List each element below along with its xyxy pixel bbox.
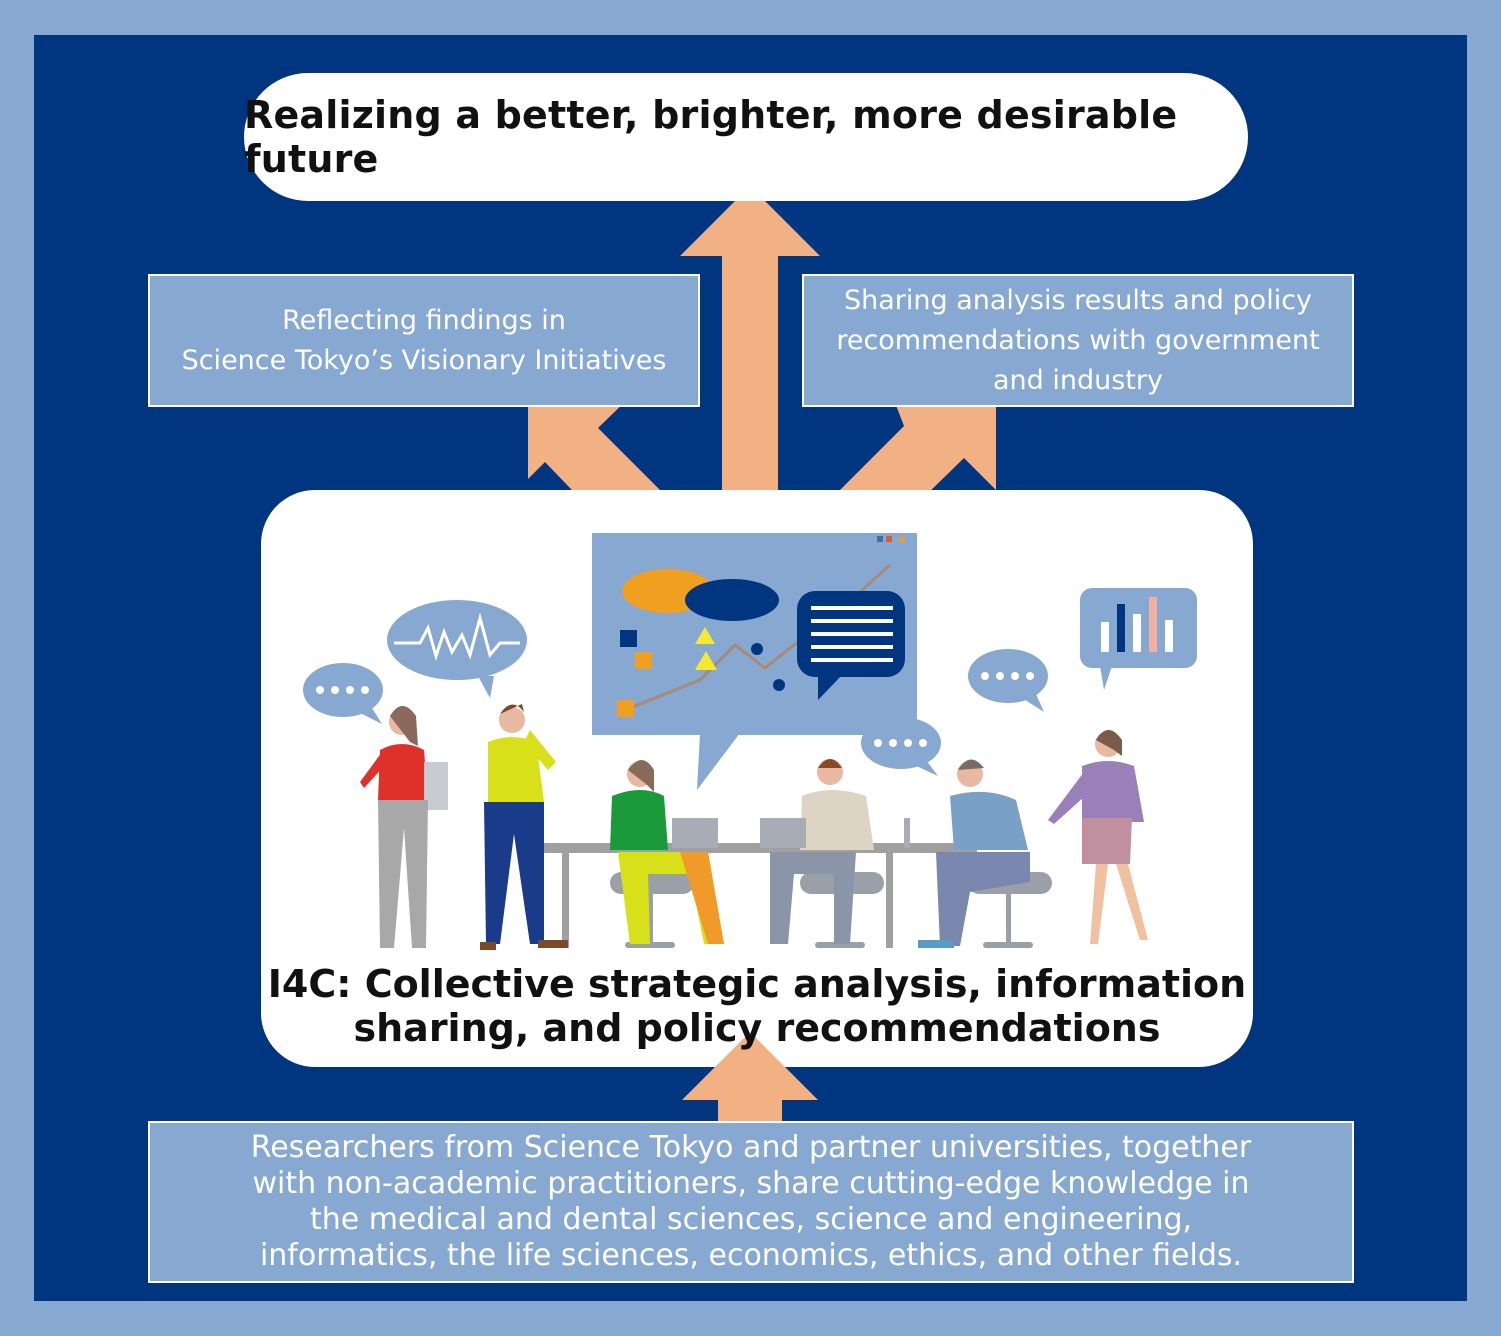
person-yellow-sweater [480,704,568,950]
person-beige-sweater [760,759,874,944]
person-purple-top [1048,730,1148,944]
up-arrow-bottom [682,1032,818,1124]
meeting-table [542,843,977,948]
bottom-box-line-1: Researchers from Science Tokyo and partn… [250,1130,1252,1165]
hub-title-line-2: sharing, and policy recommendations [353,1006,1161,1050]
hub-title: I4C: Collective strategic analysis, info… [261,962,1253,1050]
right-box-line-3: and industry [993,364,1163,396]
text-lines-speech-bubble-icon [797,591,905,700]
ellipsis-speech-bubble-icon [303,663,383,724]
person-green-sweater [610,760,724,944]
right-box-line-1: Sharing analysis results and policy [843,284,1313,316]
left-box-line-1: Reflecting findings in [282,304,566,336]
ellipsis-speech-bubble-icon [968,649,1048,712]
goal-text: Realizing a better, brighter, more desir… [244,93,1178,181]
person-red-sweater [360,706,448,948]
goal-banner: Realizing a better, brighter, more desir… [244,73,1248,201]
left-outcome-box: Reflecting findings in Science Tokyo’s V… [148,274,700,407]
bar-chart-speech-bubble-icon [1080,588,1197,690]
waveform-speech-bubble-icon [387,600,527,698]
bottom-box-line-3: the medical and dental sciences, science… [309,1202,1193,1237]
up-arrow-center [680,186,820,520]
right-outcome-box: Sharing analysis results and policy reco… [802,274,1354,407]
bottom-box-line-4: informatics, the life sciences, economic… [259,1238,1243,1273]
bottom-box-line-2: with non-academic practitioners, share c… [252,1166,1250,1201]
person-blue-shirt [904,759,1030,948]
ellipsis-speech-bubble-icon [861,717,941,776]
left-box-line-2: Science Tokyo’s Visionary Initiatives [181,344,667,376]
input-description-box: Researchers from Science Tokyo and partn… [148,1121,1354,1283]
hub-title-line-1: I4C: Collective strategic analysis, info… [267,962,1247,1006]
right-box-line-2: recommendations with government [836,324,1320,356]
